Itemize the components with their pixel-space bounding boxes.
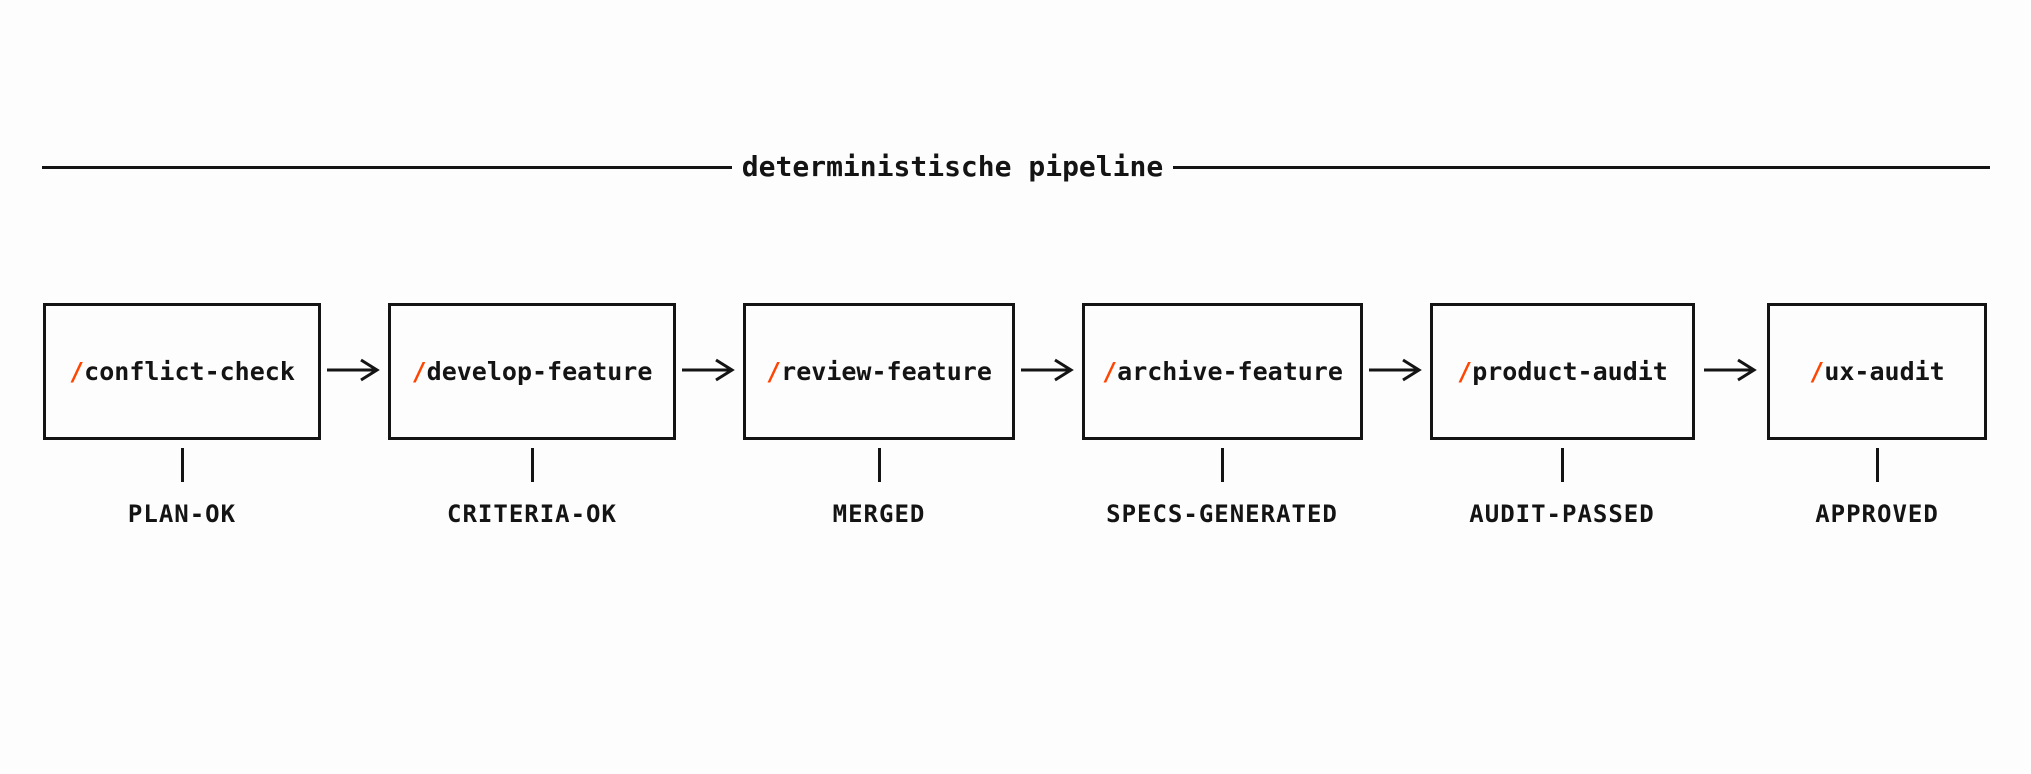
status-connector-line — [180, 448, 184, 482]
status-label: CRITERIA-OK — [447, 500, 617, 528]
status-label: SPECS-GENERATED — [1106, 500, 1338, 528]
flow-arrow-icon — [327, 358, 380, 382]
slash-prefix: / — [411, 357, 427, 386]
slash-prefix: / — [1457, 357, 1473, 386]
stage-box-product-audit: /product-audit — [1430, 303, 1695, 440]
status-connector-line — [1875, 448, 1879, 482]
status-connector-line — [1221, 448, 1224, 482]
stage-box-archive-feature: /archive-feature — [1082, 303, 1363, 440]
flow-arrow-icon — [1704, 358, 1757, 382]
slash-prefix: / — [69, 357, 85, 386]
flow-arrow-icon — [1369, 358, 1422, 382]
command-text: conflict-check — [84, 357, 295, 386]
command-text: ux-audit — [1824, 357, 1945, 386]
title-rule-left — [42, 166, 732, 169]
command-text: review-feature — [781, 357, 992, 386]
command-text: develop-feature — [426, 357, 653, 386]
slash-prefix: / — [766, 357, 782, 386]
diagram-title: deterministische pipeline — [741, 150, 1164, 183]
status-connector-line — [877, 448, 881, 482]
status-label: MERGED — [832, 500, 926, 528]
stage-box-conflict-check: /conflict-check — [43, 303, 321, 440]
status-connector-line — [1561, 448, 1564, 482]
status-connector-line — [530, 448, 534, 482]
status-label: PLAN-OK — [127, 500, 237, 528]
stage-box-develop-feature: /develop-feature — [388, 303, 676, 440]
command-text: product-audit — [1472, 357, 1668, 386]
title-rule-right — [1173, 166, 1990, 169]
stage-box-review-feature: /review-feature — [743, 303, 1015, 440]
status-label: AUDIT-PASSED — [1469, 500, 1655, 528]
slash-prefix: / — [1102, 357, 1118, 386]
stage-box-ux-audit: /ux-audit — [1767, 303, 1987, 440]
flow-arrow-icon — [1021, 358, 1074, 382]
slash-prefix: / — [1809, 357, 1825, 386]
command-text: archive-feature — [1117, 357, 1343, 386]
flow-arrow-icon — [682, 358, 735, 382]
status-label: APPROVED — [1815, 500, 1939, 528]
